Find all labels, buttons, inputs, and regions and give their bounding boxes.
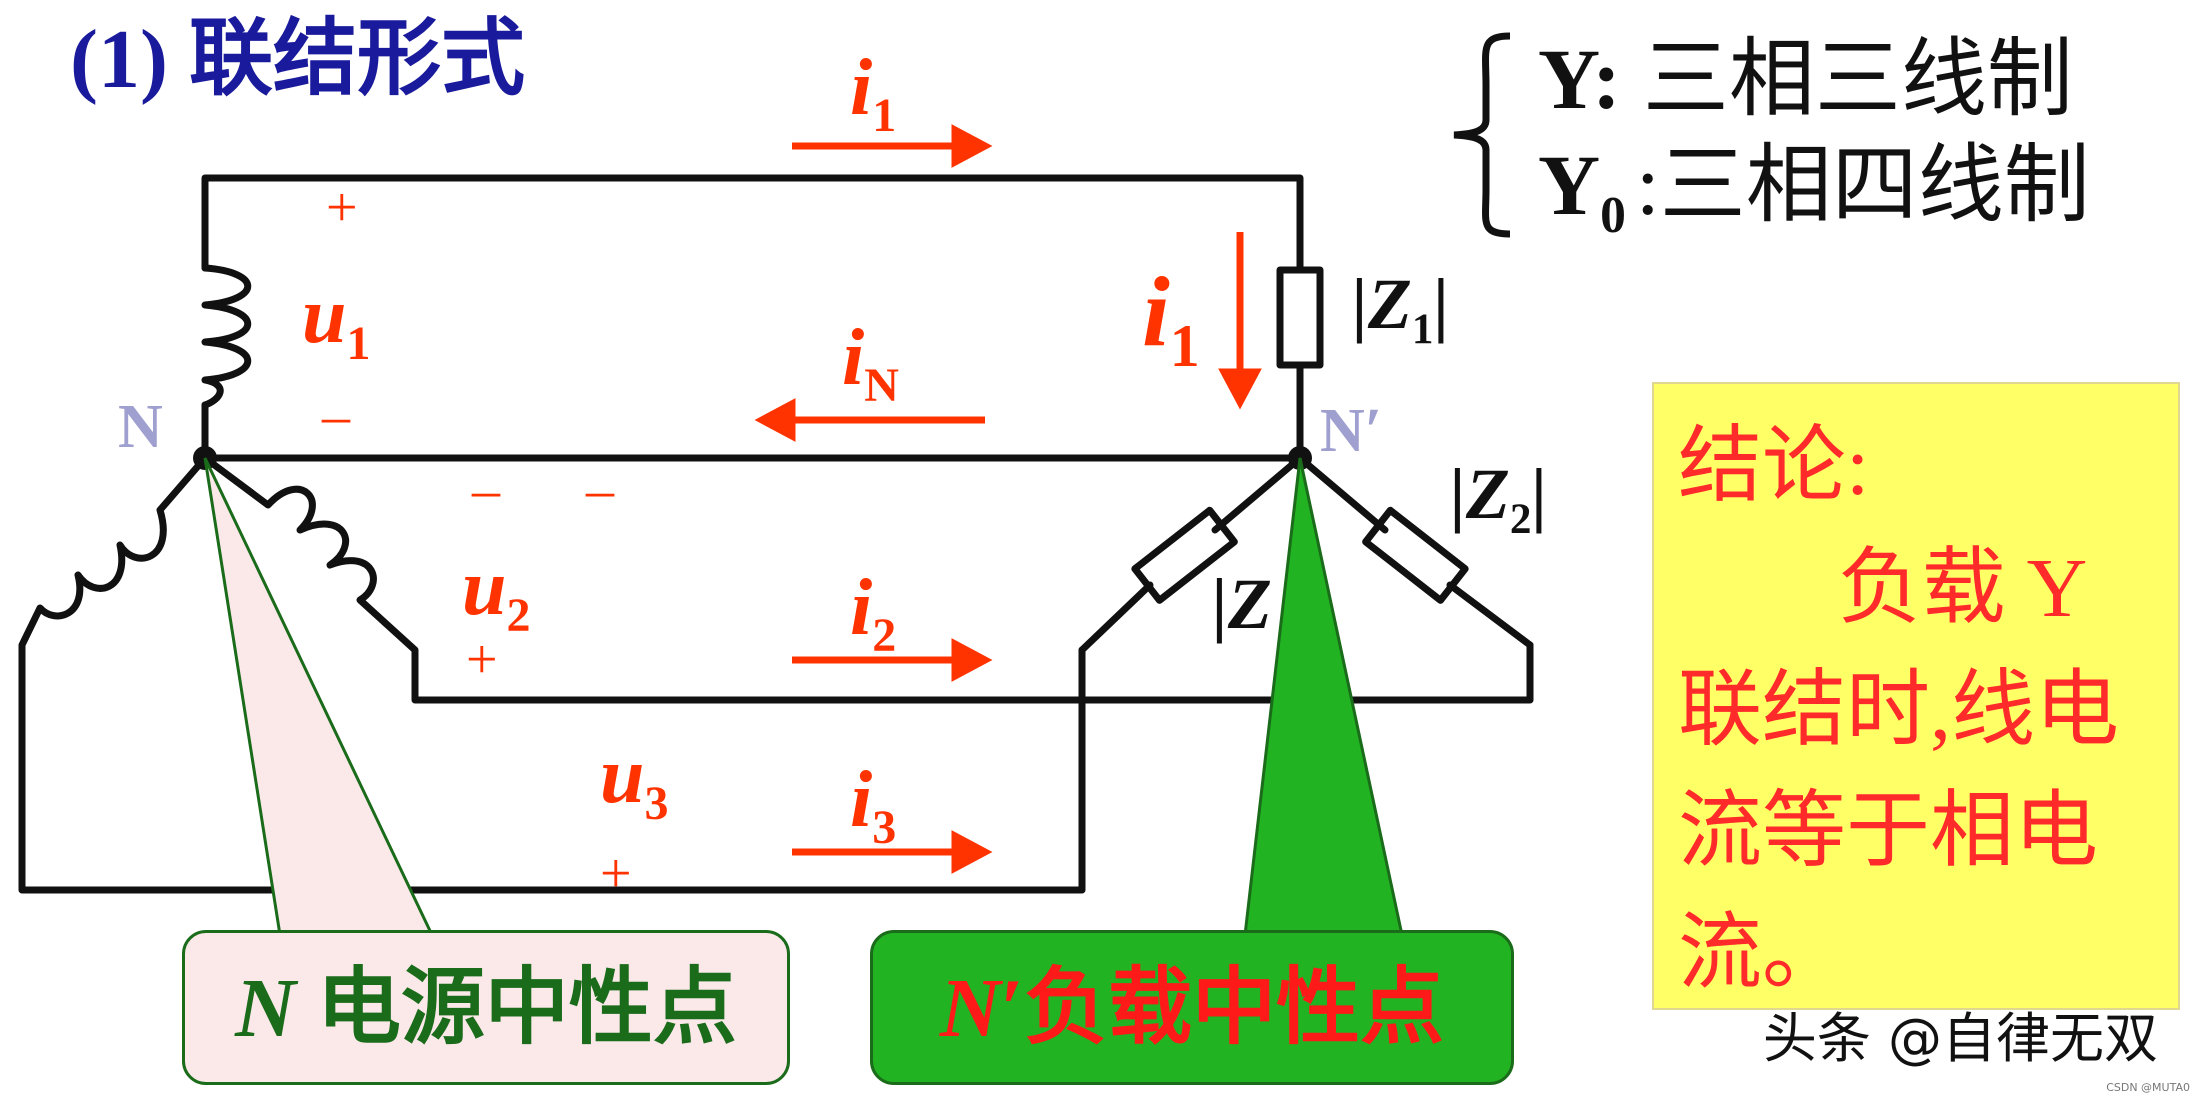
source-neutral-letter: N [235,962,296,1055]
label-i3: i3 [850,756,897,854]
impedance-z2 [1362,506,1469,604]
label-z1: |Z1| [1352,264,1450,354]
conclusion-body: 负载 Y联结时,线电流等于相电流。 [1678,541,2120,1001]
label-i1-top: i1 [850,44,897,142]
label-iN: iN [842,314,899,412]
load-z2-wire [1296,454,1534,649]
minus-sign-u3: – [586,459,614,521]
label-load-neutral: N′ [1320,397,1383,465]
label-u3: u3 [600,732,669,830]
page-title: (1) 联结形式 [70,13,525,106]
circuit-diagram [18,124,1534,937]
system-y-three-wire: Y:三相三线制 [1538,36,2073,122]
system-subscript: 0 [1600,187,1626,245]
source-coil-1 [201,264,252,409]
plus-sign-u3: + [600,843,632,905]
load-z3-wire [1078,454,1304,654]
system-y0-four-wire: Y0:三相四线制 [1538,142,2090,242]
label-z2: |Z2| [1450,454,1548,544]
minus-sign-u2: – [472,459,500,521]
system-symbol: Y: [1538,31,1621,127]
plus-sign-u1: + [326,177,358,239]
source-neutral-callout: N 电源中性点 [182,930,790,1085]
tiny-watermark: CSDN @MUTA0 [2106,1081,2190,1094]
label-i2: i2 [850,564,897,662]
minus-sign-u1: – [322,385,350,447]
plus-sign-u2: + [466,629,498,691]
brace-icon [1453,32,1511,238]
system-text: :三相四线制 [1635,137,2090,233]
system-text: 三相三线制 [1642,31,2073,127]
source-callout-pointer [203,457,435,937]
impedance-z1 [1276,266,1324,369]
source-neutral-text: 电源中性点 [295,962,737,1055]
load-neutral-text: ′负载中性点 [1000,962,1445,1055]
label-z3: |Z [1212,564,1272,644]
impedance-z3 [1131,506,1238,604]
source-coil-2 [201,454,1534,704]
system-symbol: Y [1538,137,1601,233]
load-neutral-callout: N′负载中性点 [870,930,1514,1085]
label-i1-right: i1 [1142,256,1200,379]
label-u1: u1 [302,272,371,370]
label-u2: u2 [462,544,531,642]
conclusion-box: 结论: 负载 Y联结时,线电流等于相电流。 [1652,382,2180,1010]
watermark: 头条 @自律无双 [1762,1007,2158,1070]
load-neutral-letter: N [939,962,1001,1055]
conclusion-heading: 结论: [1678,420,1870,513]
label-source-neutral: N [118,393,163,461]
source-coil-3 [18,454,1086,894]
